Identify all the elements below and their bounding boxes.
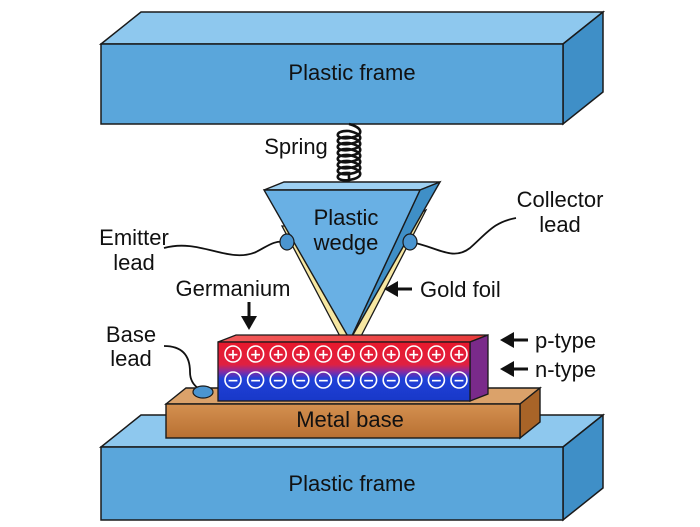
spring-coil <box>336 122 362 186</box>
metal-base-front-face <box>165 403 521 439</box>
electron-charge-circle <box>404 371 423 389</box>
hole-charge-circle <box>291 345 310 363</box>
hole-charge-sign: + <box>250 347 262 363</box>
germanium-callout: Germanium <box>176 276 291 330</box>
p-type-callout: p-type <box>500 328 596 353</box>
n-type-arrow-head <box>500 361 514 377</box>
electron-charge-sign: − <box>363 373 375 389</box>
electron-charge-sign: − <box>340 373 352 389</box>
wedge-front-face <box>262 189 422 342</box>
bottom-frame-front-face <box>100 446 564 521</box>
wedge-top-face <box>263 181 441 191</box>
electron-charge-sign: − <box>385 373 397 389</box>
hole-charge-circle <box>246 345 265 363</box>
germanium-top-face <box>217 334 489 343</box>
wedge-label-line1: Plastic <box>314 205 379 230</box>
electron-charge-sign: − <box>272 373 284 389</box>
top-frame-front-face <box>100 43 564 125</box>
collector-label-line1: Collector <box>517 187 604 212</box>
hole-charge-circle <box>337 345 355 363</box>
hole-charge-circle <box>404 345 423 363</box>
hole-charge-sign: + <box>431 347 443 363</box>
hole-charge-circle <box>269 345 288 363</box>
top-frame-label: Plastic frame <box>288 60 415 85</box>
hole-charge-sign: + <box>363 347 375 363</box>
hole-charge-sign: + <box>408 347 420 363</box>
electron-charge-circle <box>246 371 265 389</box>
bottom-frame-label: Plastic frame <box>288 471 415 496</box>
electron-charge-circle <box>337 371 355 389</box>
electron-charge-sign: − <box>295 373 307 389</box>
base-wire <box>163 345 203 391</box>
electron-charge-sign: − <box>408 373 420 389</box>
electron-charge-circle <box>359 371 378 389</box>
gold-foil-label: Gold foil <box>420 277 501 302</box>
hole-charge-sign: + <box>227 347 239 363</box>
base-label-line2: lead <box>110 346 152 371</box>
electron-charge-circle <box>269 371 288 389</box>
p-type-arrow-head <box>500 332 514 348</box>
base-lead: Base lead <box>106 322 214 399</box>
hole-charge-circle <box>450 345 468 363</box>
electron-charge-circle <box>450 371 468 389</box>
hole-charge-circle <box>314 345 333 363</box>
collector-solder-blob <box>402 233 418 251</box>
gold-foil-callout: Gold foil <box>384 277 501 302</box>
p-type-label: p-type <box>535 328 596 353</box>
germanium-block: +++++++++++ −−−−−−−−−−− <box>217 334 489 402</box>
hole-charge-sign: + <box>385 347 397 363</box>
top-plastic-frame: Plastic frame <box>98 10 606 126</box>
electron-charge-sign: − <box>250 373 262 389</box>
p-type-charges: + + + + + + + + + + + <box>224 345 468 363</box>
hole-charge-sign: + <box>295 347 307 363</box>
gold-foil-arrow-head <box>384 281 398 297</box>
emitter-label-line1: Emitter <box>99 225 169 250</box>
n-type-callout: n-type <box>500 357 596 382</box>
spring-label: Spring <box>264 134 328 159</box>
hole-charge-circle <box>359 345 378 363</box>
top-frame-top-face <box>98 11 606 45</box>
germanium-label: Germanium <box>176 276 291 301</box>
electron-charge-sign: − <box>453 373 465 389</box>
electron-charge-circle <box>382 371 401 389</box>
collector-wire <box>409 217 517 255</box>
electron-charge-sign: − <box>318 373 330 389</box>
hole-charge-circle <box>224 345 242 363</box>
hole-charge-circle <box>427 345 446 363</box>
electron-charge-circle <box>314 371 333 389</box>
hole-charge-sign: + <box>340 347 352 363</box>
electron-charge-circle <box>427 371 446 389</box>
electron-charge-circle <box>224 371 242 389</box>
emitter-label-line2: lead <box>113 250 155 275</box>
plastic-wedge: Plastic wedge <box>262 180 442 342</box>
base-solder-blob <box>192 385 214 399</box>
electron-charge-circle <box>291 371 310 389</box>
electron-charge-sign: − <box>227 373 239 389</box>
base-label-line1: Base <box>106 322 156 347</box>
hole-charge-sign: + <box>272 347 284 363</box>
collector-lead: Collector lead <box>402 187 604 255</box>
germanium-side-face <box>469 334 489 402</box>
electron-charge-sign: − <box>431 373 443 389</box>
hole-charge-sign: + <box>318 347 330 363</box>
emitter-solder-blob <box>279 233 295 251</box>
hole-charge-circle <box>382 345 401 363</box>
n-type-charges: −−−−−−−−−−− <box>224 371 468 389</box>
germanium-arrow-head <box>241 316 257 330</box>
n-type-label: n-type <box>535 357 596 382</box>
hole-charge-sign: + <box>453 347 465 363</box>
collector-label-line2: lead <box>539 212 581 237</box>
emitter-lead: Emitter lead <box>99 225 295 275</box>
wedge-label-line2: wedge <box>313 230 379 255</box>
metal-base-label: Metal base <box>296 407 404 432</box>
spring: Spring <box>264 122 362 186</box>
emitter-wire <box>163 240 287 257</box>
